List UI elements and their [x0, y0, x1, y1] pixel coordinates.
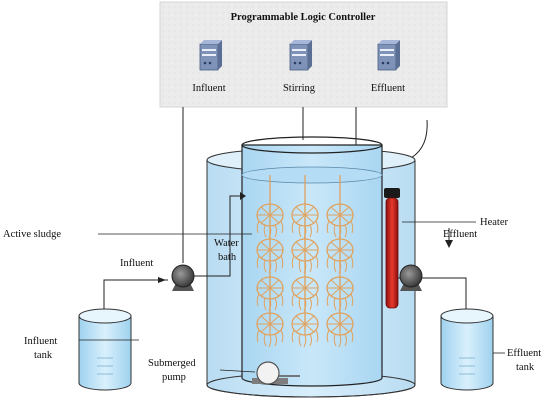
server-icon	[377, 39, 401, 71]
submerged-pump-label-line1: Submerged	[148, 358, 196, 369]
effluent-pump	[398, 228, 470, 322]
water-bath-label-line2: bath	[218, 252, 237, 263]
leader-lines	[79, 221, 505, 373]
active-sludge-label: Active sludge	[3, 229, 61, 240]
plc-unit-label: Stirring	[283, 83, 316, 94]
influent-tank-label-line1: Influent	[24, 336, 57, 347]
heater-label: Heater	[480, 217, 508, 228]
plc-unit-stirring: Stirring	[283, 39, 316, 94]
plc-panel: Programmable Logic Controller Influent S…	[159, 1, 448, 108]
server-icon	[289, 39, 313, 71]
effluent-flow-label: Effluent	[443, 229, 477, 240]
plc-title: Programmable Logic Controller	[231, 12, 376, 23]
influent-flow-label: Influent	[120, 258, 153, 269]
effluent-tank	[440, 308, 494, 391]
inflow-arrow	[240, 192, 246, 200]
inner-reactor	[241, 136, 383, 387]
water-bath-label-line1: Water	[214, 238, 239, 249]
labels: Active sludge Water bath Heater Effluent…	[3, 217, 541, 383]
plc-unit-label: Effluent	[371, 83, 405, 94]
influent-tank	[78, 308, 132, 391]
plc-unit-label: Influent	[192, 83, 225, 94]
effluent-tank-label-line1: Effluent	[507, 348, 541, 359]
effluent-tank-label-line2: tank	[516, 362, 535, 373]
server-icon	[199, 39, 223, 71]
plc-unit-effluent: Effluent	[371, 39, 405, 94]
plc-unit-influent: Influent	[192, 39, 226, 94]
submerged-pump	[252, 361, 300, 385]
heater	[384, 188, 400, 309]
submerged-pump-label-line2: pump	[162, 372, 186, 383]
influent-tank-label-line2: tank	[34, 350, 53, 361]
